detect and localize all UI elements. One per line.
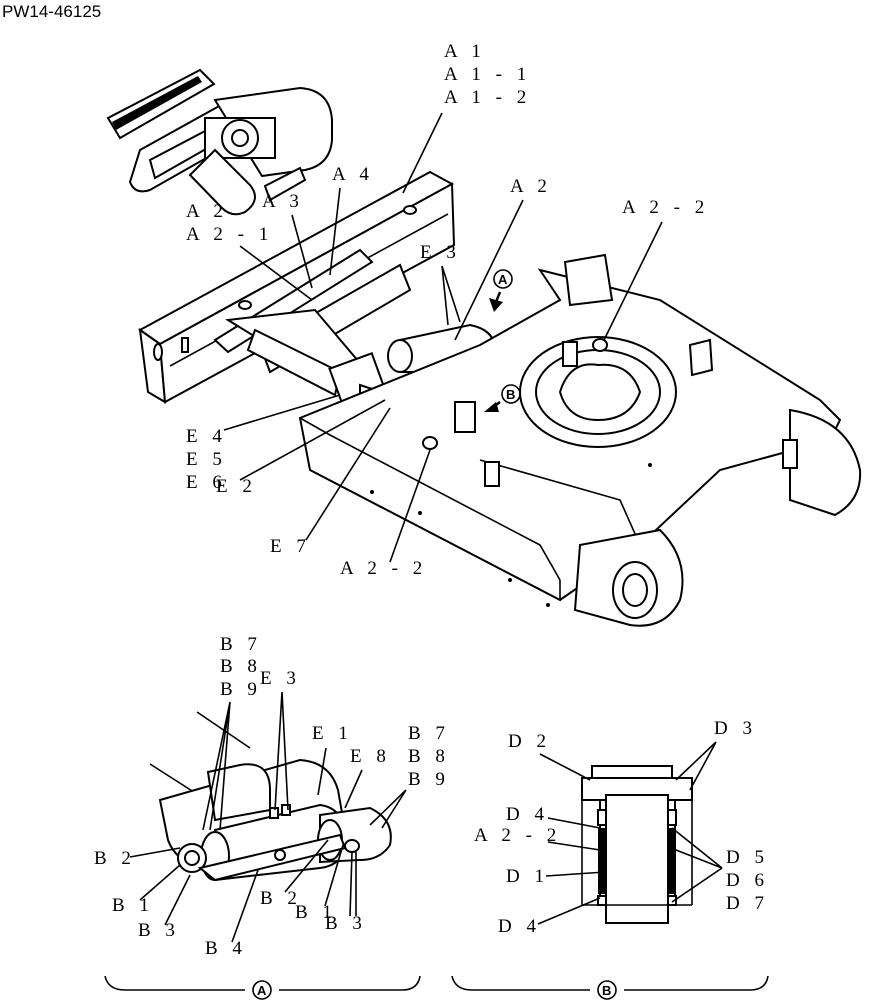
drawing-code: PW14-46125 [2,2,101,21]
view-b-bracket: B [451,975,769,1000]
detail-a-b3: B 3 [138,920,180,941]
svg-text:B: B [506,387,515,402]
label-a1-2: A 1 - 2 [444,87,531,108]
detail-a-b1: B 1 [112,895,154,916]
detail-a-drawing [149,711,392,882]
svg-text:A: A [498,272,508,287]
label-e5: E 5 [186,449,227,470]
detail-b-d4-bottom: D 4 [498,916,541,937]
detail-b-drawing [581,765,693,924]
detail-b-d4-top: D 4 [506,804,549,825]
label-a3: A 3 [262,191,304,212]
view-a-bracket: A [104,975,421,1000]
detail-a-e1: E 1 [312,723,353,744]
machine-overview-drawing [106,68,333,216]
label-e2: E 2 [216,476,257,497]
undercarriage-drawing [138,170,862,627]
label-a1: A 1 [444,41,486,62]
detail-b-d2: D 2 [508,731,551,752]
detail-a-b8-right: B 8 [408,746,450,767]
svg-text:A: A [257,983,267,998]
label-a4: A 4 [332,164,374,185]
label-e4: E 4 [186,426,227,447]
label-e7: E 7 [270,536,311,557]
detail-b-d7: D 7 [726,893,769,914]
label-e3: E 3 [420,242,461,263]
detail-a-e8: E 8 [350,746,391,767]
detail-a-b2: B 2 [94,848,136,869]
detail-b-d5: D 5 [726,847,769,868]
detail-a-b7: B 7 [220,634,262,655]
label-a2-center: A 2 [510,176,552,197]
detail-a-b9-right: B 9 [408,769,450,790]
detail-a-b4: B 4 [205,938,247,959]
detail-a-b2-bottom: B 2 [260,888,302,909]
svg-text:B: B [602,983,611,998]
detail-a-b7-right: B 7 [408,723,450,744]
view-b-pointer: B [484,384,521,412]
detail-b-d3: D 3 [714,718,757,739]
detail-a-e3: E 3 [260,668,301,689]
view-a-pointer: A [489,269,513,312]
detail-b-d1: D 1 [506,866,549,887]
detail-b-d6: D 6 [726,870,769,891]
detail-a-b8: B 8 [220,656,262,677]
detail-a-b3-bottom: B 3 [325,913,367,934]
detail-a-b9: B 9 [220,679,262,700]
detail-a-b1-bottom: B 1 [295,902,337,923]
label-e6: E 6 [186,472,227,493]
detail-b-a2-2: A 2 - 2 [474,825,561,846]
label-a2-2-right: A 2 - 2 [622,197,709,218]
label-a2-1: A 2 - 1 [186,224,273,245]
label-a2-left: A 2 [186,201,228,222]
label-a2-2-bottom: A 2 - 2 [340,558,427,579]
label-a1-1: A 1 - 1 [444,64,531,85]
